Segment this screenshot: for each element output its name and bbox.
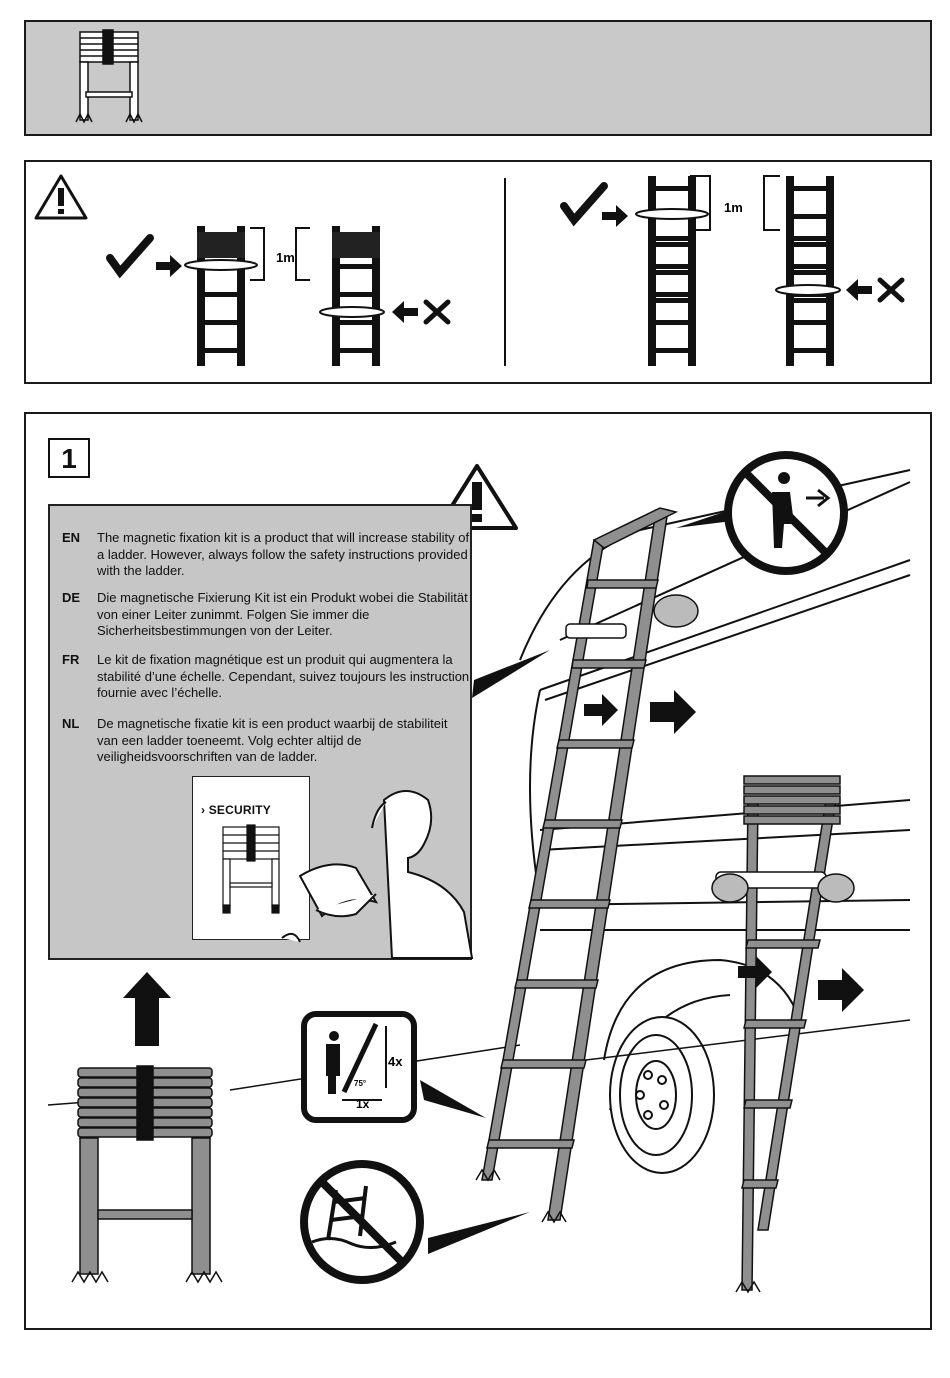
angle-sign: 4x 1x 75° [301, 1011, 417, 1123]
magnet-clamp [635, 208, 709, 220]
arrow-right-icon [602, 205, 628, 227]
step-number: 1 [48, 438, 90, 478]
arrow-left-icon [392, 301, 418, 323]
lang-code: EN [62, 530, 81, 545]
lang-code: FR [62, 652, 80, 667]
arrow-right-icon [156, 255, 182, 277]
notice-text: Le kit de fixation magnétique est un pro… [97, 652, 470, 700]
height-ratio-label: 4x [388, 1054, 403, 1069]
lang-code: DE [62, 590, 81, 605]
ladder-partial [735, 775, 841, 1294]
no-overreach-icon [724, 451, 848, 575]
magnet-clamp [711, 871, 855, 903]
notice-text: Die magnetische Fixierung Kit ist ein Pr… [97, 590, 468, 638]
lang-code: NL [62, 716, 80, 731]
magnet-clamp [775, 284, 841, 296]
arrow-right-icon [738, 956, 772, 988]
security-manual-sheet: › SECURITY [192, 776, 310, 940]
magnet-clamp [184, 259, 258, 271]
header-band [24, 20, 932, 136]
cross-icon [423, 299, 451, 325]
notice-text: De magnetische fixatie kit is een produc… [97, 716, 448, 764]
security-label: › SECURITY [201, 803, 272, 817]
magnet-clamp [565, 594, 699, 639]
width-ratio-label: 1x [356, 1097, 370, 1111]
arrow-right-icon [584, 694, 618, 726]
notice-text: The magnetic fixation kit is a product t… [97, 530, 470, 578]
wheel [609, 1016, 715, 1174]
van-outline [519, 469, 911, 1111]
pointer-wedge [420, 1080, 486, 1118]
angle-label: 75° [354, 1079, 366, 1088]
arrow-right-icon [818, 968, 864, 1012]
ladder-extended [475, 507, 679, 1224]
check-icon [560, 182, 608, 227]
cross-icon [877, 277, 905, 303]
arrow-up-icon [123, 972, 171, 1046]
warning-triangle-icon [34, 174, 88, 220]
no-unstable-ground-icon [300, 1160, 424, 1284]
arrow-right-icon [650, 690, 696, 734]
distance-label: 1m [724, 200, 743, 215]
check-icon [106, 234, 154, 279]
magnet-clamp [319, 306, 385, 318]
distance-label: 1m [276, 250, 295, 265]
pointer-wedge [428, 1212, 530, 1254]
arrow-left-icon [846, 279, 872, 301]
pointer-wedge [472, 650, 550, 698]
ladder-collapsed [71, 1065, 223, 1284]
manual-ladder-icon [222, 824, 280, 914]
